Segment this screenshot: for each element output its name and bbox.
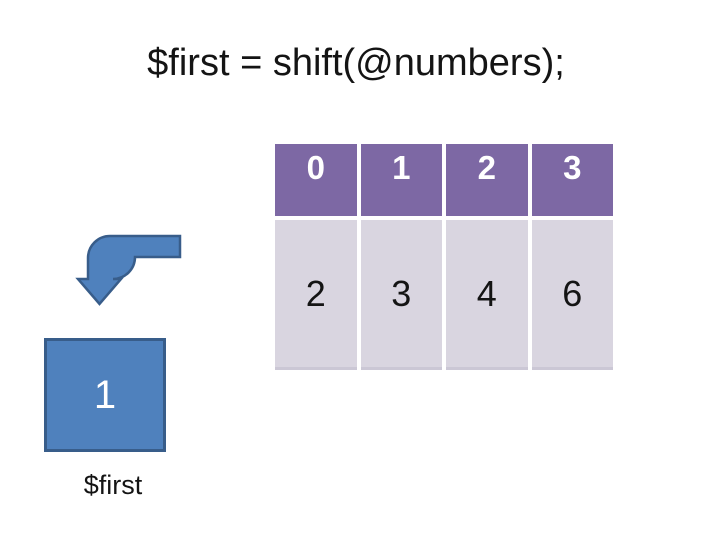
array-value-cell-1: 3 bbox=[360, 220, 442, 370]
first-value-box: 1 bbox=[44, 338, 166, 452]
array-value-cell-3: 6 bbox=[531, 220, 613, 370]
slide-title: $first = shift(@numbers); bbox=[147, 42, 565, 84]
array-index-cell-1: 1 bbox=[360, 144, 442, 216]
array-index-cell-0: 0 bbox=[275, 144, 357, 216]
bent-down-arrow-icon bbox=[75, 234, 182, 306]
first-variable-label: $first bbox=[83, 470, 143, 500]
array-table: 0 1 2 3 2 3 4 6 bbox=[275, 144, 613, 370]
array-value-cell-2: 4 bbox=[446, 220, 528, 370]
array-value-cell-0: 2 bbox=[275, 220, 357, 370]
array-index-cell-3: 3 bbox=[531, 144, 613, 216]
first-value: 1 bbox=[93, 373, 117, 417]
array-index-cell-2: 2 bbox=[446, 144, 528, 216]
